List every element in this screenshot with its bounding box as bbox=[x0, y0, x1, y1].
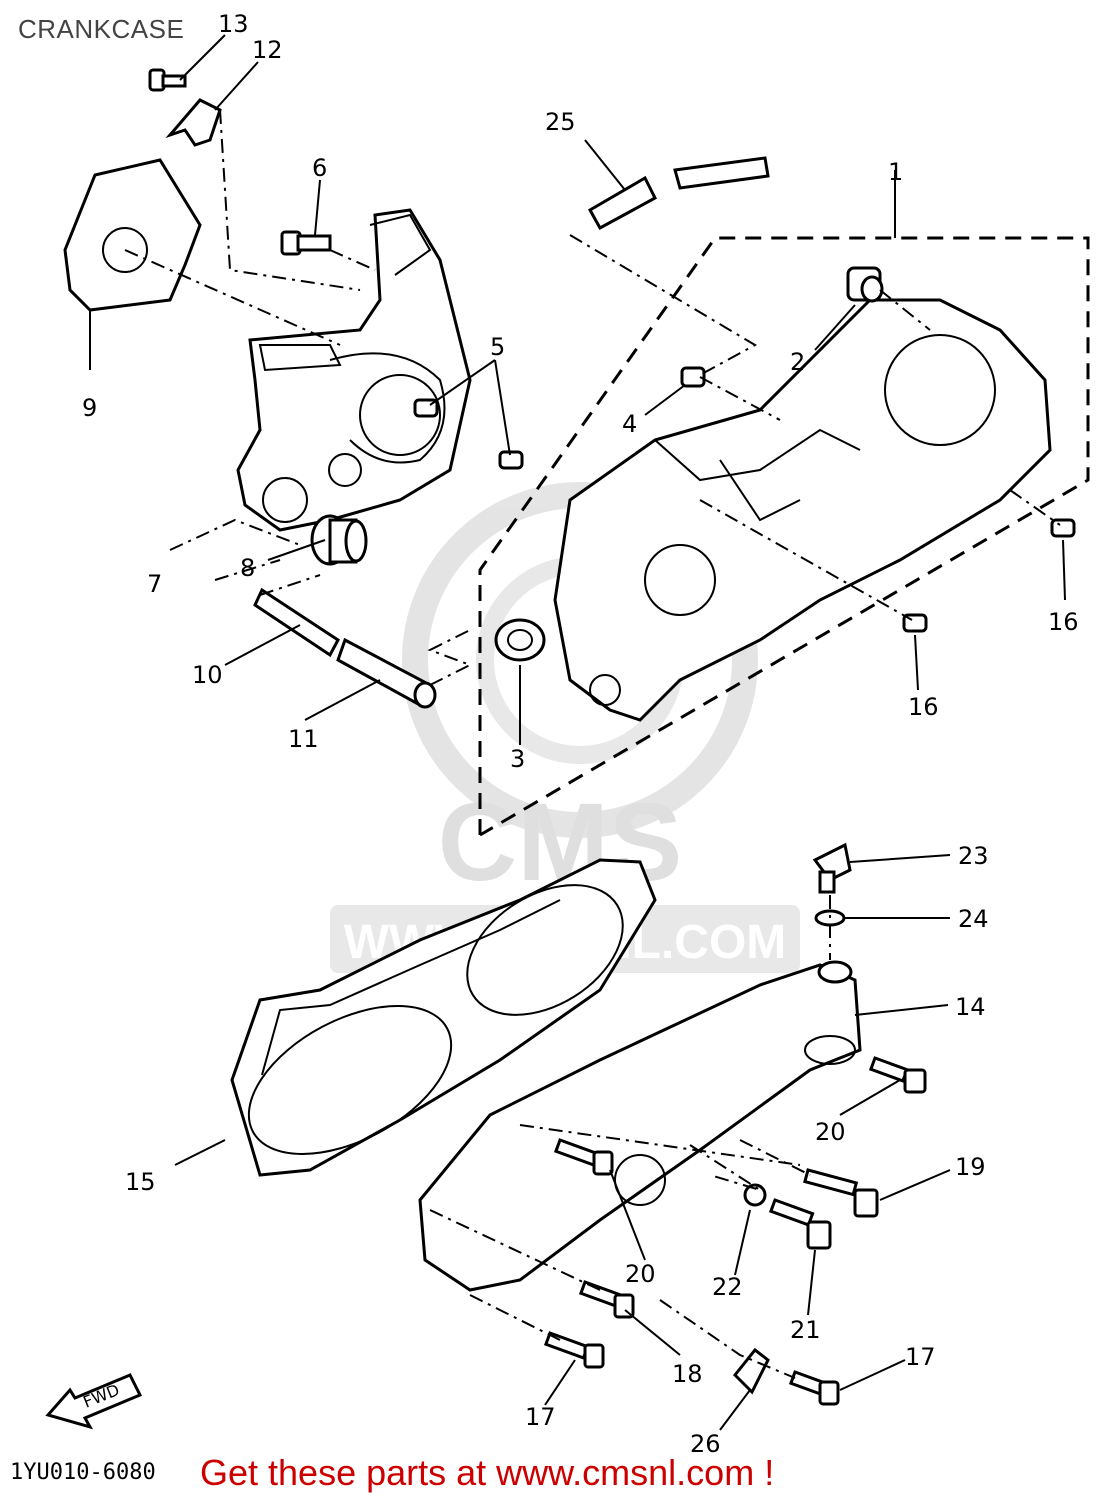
pipe-11 bbox=[336, 637, 437, 709]
crankcase-cover-14 bbox=[418, 960, 862, 1292]
dowel-pin-5b bbox=[498, 450, 524, 470]
label-17a: 17 bbox=[525, 1403, 556, 1431]
bolt-20a bbox=[868, 1056, 927, 1094]
label-2: 2 bbox=[790, 348, 805, 376]
clip-26 bbox=[732, 1347, 770, 1395]
diagram-code: 1YU010-6080 bbox=[10, 1460, 156, 1485]
label-12: 12 bbox=[252, 36, 283, 64]
label-16b: 16 bbox=[908, 693, 939, 721]
label-20b: 20 bbox=[625, 1260, 656, 1288]
label-16a: 16 bbox=[1048, 608, 1079, 636]
assembly-lines bbox=[124, 109, 1061, 1379]
pipe-10 bbox=[253, 587, 340, 658]
label-5: 5 bbox=[490, 333, 505, 361]
label-6: 6 bbox=[312, 154, 327, 182]
label-23: 23 bbox=[958, 842, 989, 870]
label-4: 4 bbox=[622, 410, 637, 438]
bolt-17b bbox=[788, 1370, 840, 1406]
label-17b: 17 bbox=[905, 1343, 936, 1371]
label-24: 24 bbox=[958, 905, 989, 933]
label-25: 25 bbox=[545, 108, 576, 136]
gasket-9 bbox=[63, 158, 202, 312]
bearing-3 bbox=[494, 618, 546, 662]
label-7: 7 bbox=[147, 570, 162, 598]
part-labels: 13 12 6 9 5 7 8 10 11 3 25 1 2 4 16 16 2… bbox=[82, 10, 1079, 1458]
label-19: 19 bbox=[955, 1153, 986, 1181]
label-14: 14 bbox=[955, 993, 986, 1021]
label-11: 11 bbox=[288, 725, 319, 753]
bolt-21 bbox=[768, 1198, 832, 1250]
label-26: 26 bbox=[690, 1430, 721, 1458]
right-crankcase bbox=[553, 298, 1052, 722]
label-9: 9 bbox=[82, 394, 97, 422]
washer-22 bbox=[743, 1183, 767, 1207]
diagram-title: CRANKCASE bbox=[18, 14, 185, 44]
cta-link[interactable]: Get these parts at www.cmsnl.com ! bbox=[200, 1452, 775, 1493]
label-22: 22 bbox=[712, 1273, 743, 1301]
dowel-4 bbox=[680, 366, 706, 388]
label-13: 13 bbox=[218, 10, 249, 38]
label-15: 15 bbox=[125, 1168, 156, 1196]
label-10: 10 bbox=[192, 661, 223, 689]
label-18: 18 bbox=[672, 1360, 703, 1388]
bearing-2 bbox=[846, 266, 884, 303]
bolt-19 bbox=[803, 1168, 879, 1218]
screw-13 bbox=[148, 68, 187, 92]
hose-25 bbox=[587, 156, 770, 231]
assembly-1-boundary bbox=[478, 236, 1090, 837]
label-21: 21 bbox=[790, 1316, 821, 1344]
bolt-6 bbox=[280, 230, 332, 256]
gasket-15 bbox=[230, 858, 657, 1177]
bolt-18 bbox=[578, 1280, 635, 1319]
bolt-20b bbox=[553, 1138, 614, 1176]
label-20a: 20 bbox=[815, 1118, 846, 1146]
bracket-12 bbox=[165, 98, 222, 147]
bearing-8 bbox=[310, 514, 368, 566]
label-8: 8 bbox=[240, 554, 255, 582]
label-1: 1 bbox=[888, 158, 903, 186]
dowel-16a bbox=[1050, 518, 1076, 538]
left-crankcase bbox=[236, 208, 472, 532]
leader-lines bbox=[89, 34, 1066, 1431]
forward-arrow-icon: FWD bbox=[45, 1373, 143, 1430]
oil-plug-23 bbox=[812, 842, 852, 894]
label-3: 3 bbox=[510, 745, 525, 773]
